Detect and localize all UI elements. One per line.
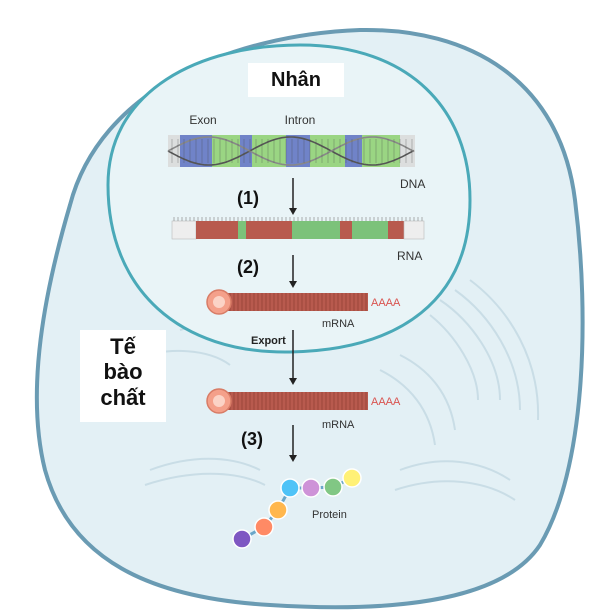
exon-label: Exon: [189, 113, 216, 127]
arrow-step-3-head: [289, 455, 297, 462]
rna-segment: [340, 221, 352, 239]
nucleus-title: Nhân: [248, 63, 344, 97]
dna-segment: [362, 135, 400, 167]
protein-label: Protein: [312, 509, 347, 521]
rna-trailer: [403, 220, 425, 240]
dna-label: DNA: [400, 177, 425, 191]
arrow-step-1-head: [289, 208, 297, 215]
dna-strand: [167, 135, 415, 167]
mrna-nucleus-label: mRNA: [322, 318, 355, 330]
export-label: Export: [251, 335, 286, 347]
mrna-nucleus-tail: AAAA: [371, 297, 401, 309]
cytoplasm-label-line-3: chất: [100, 384, 146, 410]
amino-acid-bead: [232, 529, 252, 549]
amino-acid-bead: [301, 478, 321, 498]
dna-segment: [240, 135, 252, 167]
mrna-cytoplasm-tail: AAAA: [371, 396, 401, 408]
rna-segment: [246, 221, 292, 239]
amino-acid-bead: [254, 517, 274, 537]
intron-label: Intron: [285, 113, 316, 127]
dna-backbone-strand: [167, 136, 415, 166]
cytoplasm-label: Tế bào chất: [80, 330, 166, 422]
nucleus-envelope: [106, 43, 472, 354]
mrna-cytoplasm-label: mRNA: [322, 419, 355, 431]
mrna-5-cap-core: [213, 395, 225, 407]
mrna-5-cap-core: [213, 296, 225, 308]
mrna-nucleus: [206, 289, 368, 315]
step-1-label: (1): [222, 183, 274, 213]
mrna-cytoplasm: [206, 388, 368, 414]
arrow-step-2-head: [289, 281, 297, 288]
rna-segment: [292, 221, 340, 239]
rna-segment: [388, 221, 404, 239]
protein-chain: [232, 468, 362, 549]
amino-acid-bead: [342, 468, 362, 488]
amino-acid-bead: [323, 477, 343, 497]
cytoplasm-label-line-2: bào: [103, 359, 143, 385]
rna-label: RNA: [397, 249, 422, 263]
rna-segment: [196, 221, 238, 239]
dna-segment: [252, 135, 286, 167]
rna-segment: [352, 221, 388, 239]
amino-acid-bead: [268, 500, 288, 520]
rna-leader: [171, 220, 197, 240]
dna-segment: [400, 135, 415, 167]
dna-backbone-strand: [167, 136, 415, 166]
cytoplasm-label-line-1: Tế: [110, 334, 136, 359]
step-3-label: (3): [228, 424, 276, 454]
amino-acid-bead: [280, 478, 300, 498]
rna-strand: [171, 217, 425, 240]
step-2-label: (2): [222, 252, 274, 282]
dna-segment: [168, 135, 180, 167]
arrow-export-head: [289, 378, 297, 385]
rna-segment: [238, 221, 246, 239]
